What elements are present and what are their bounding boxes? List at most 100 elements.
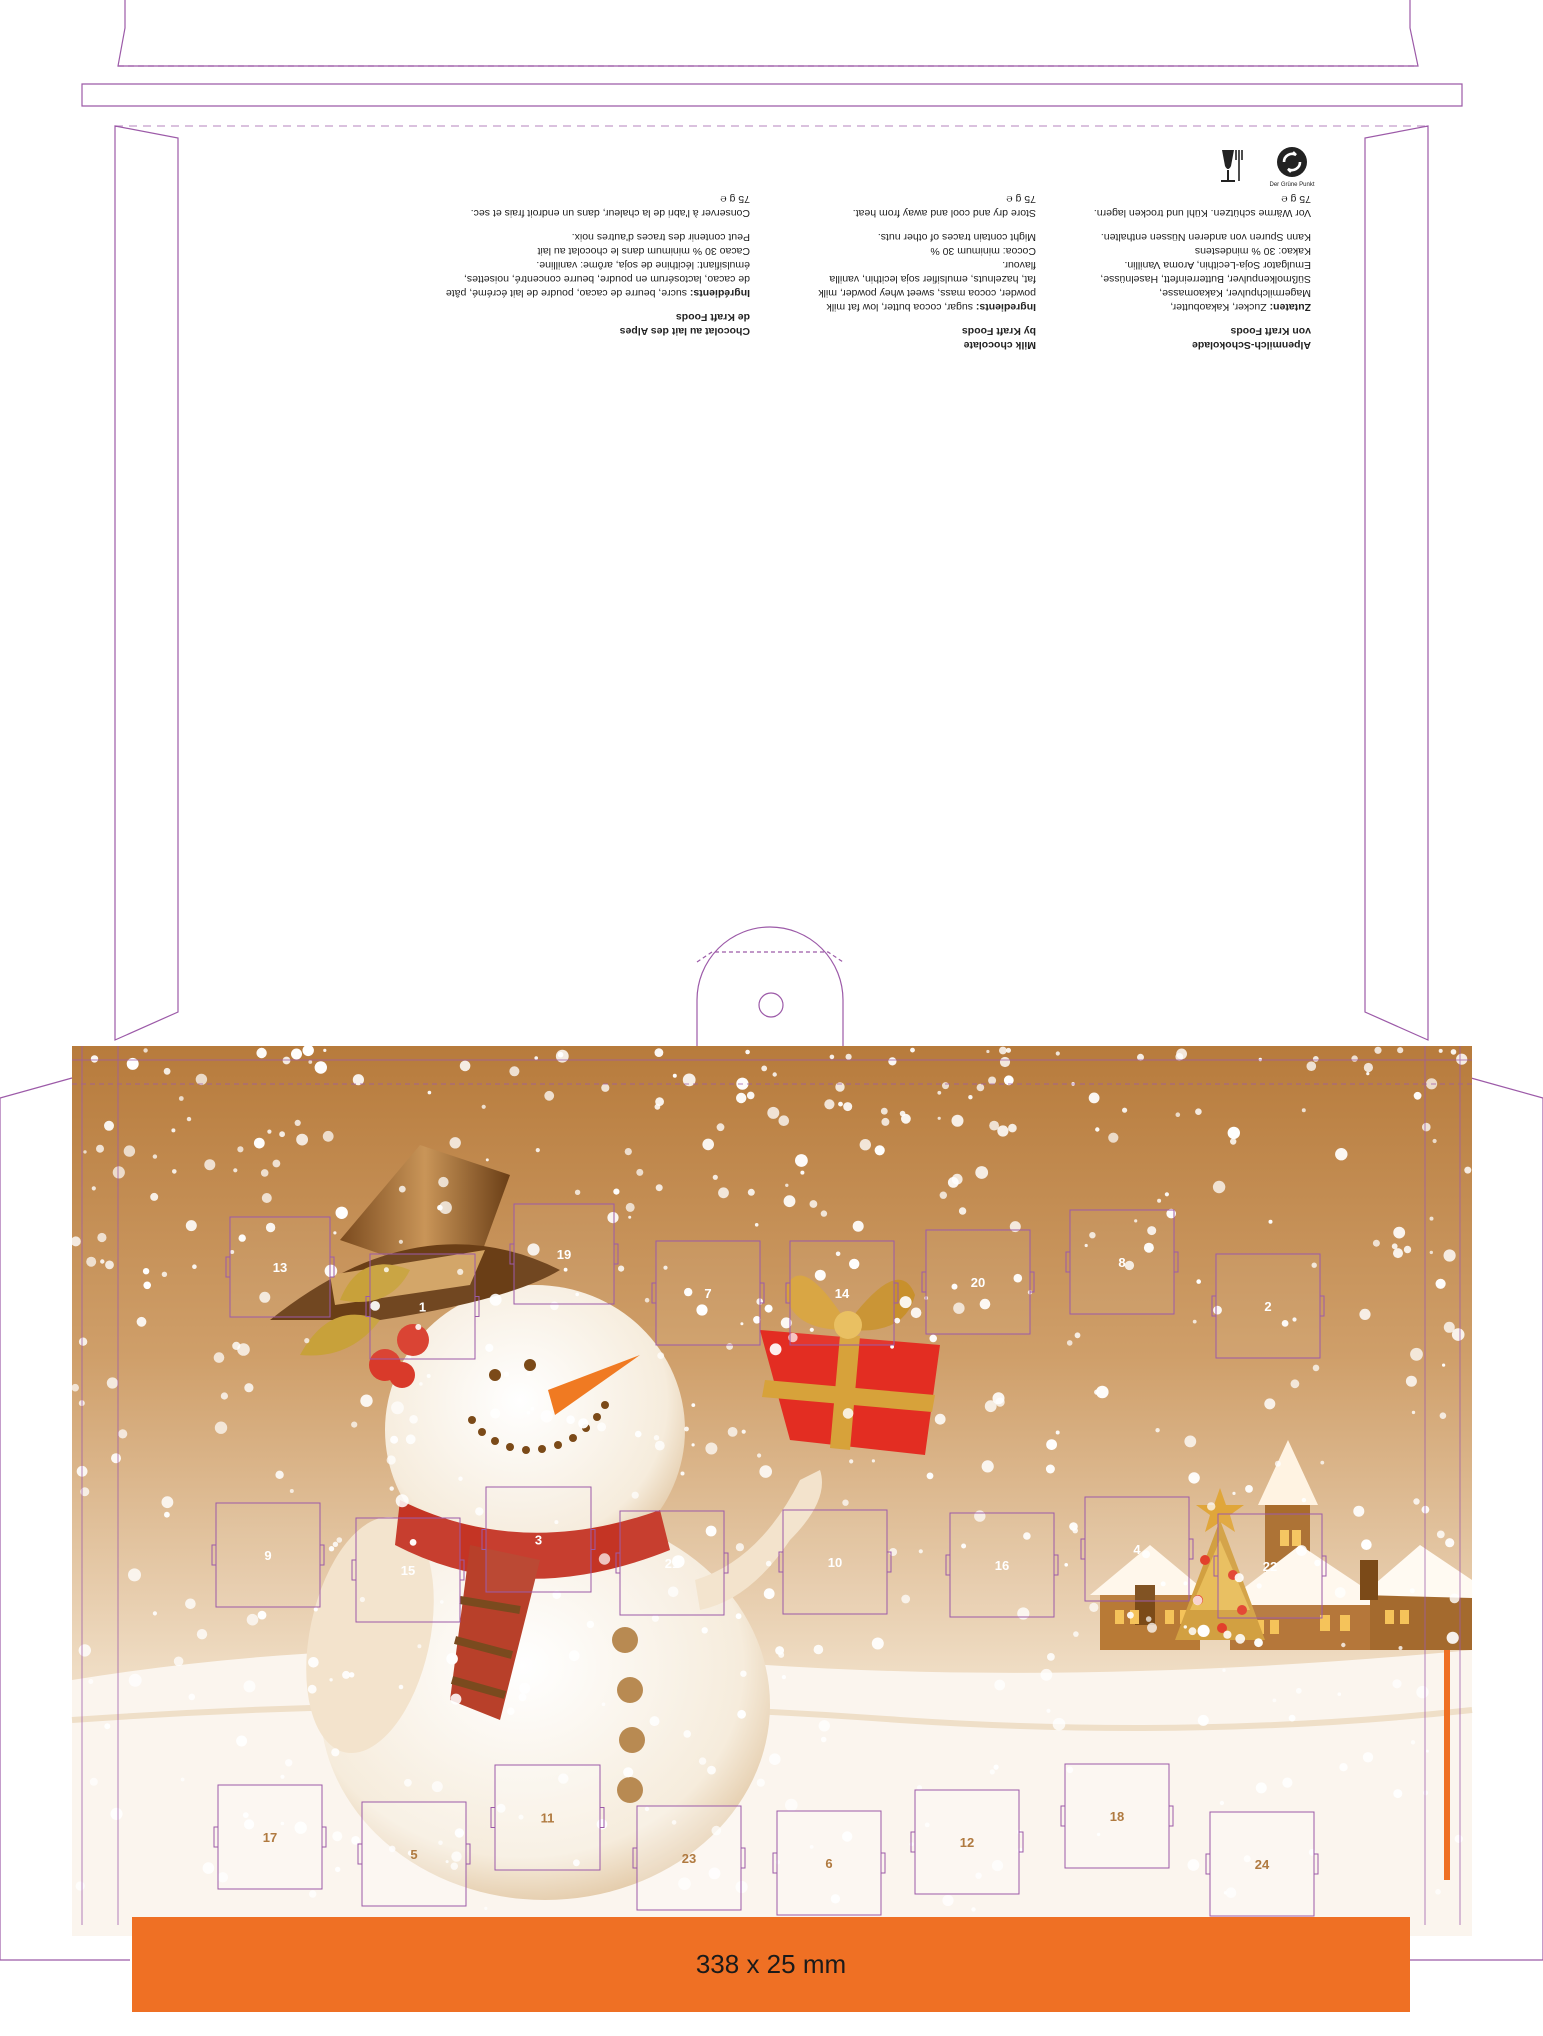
snowflake-dot bbox=[809, 1327, 814, 1332]
snowflake-dot bbox=[818, 1720, 830, 1732]
snowflake-dot bbox=[1108, 1132, 1119, 1143]
snowflake-dot bbox=[937, 1116, 941, 1120]
snowflake-dot bbox=[1147, 1226, 1157, 1236]
snowflake-dot bbox=[680, 1471, 685, 1476]
calendar-door-15[interactable]: 15 bbox=[351, 1517, 465, 1623]
snowflake-dot bbox=[285, 1759, 293, 1767]
snowflake-dot bbox=[707, 1765, 716, 1775]
snowflake-dot bbox=[1403, 1245, 1412, 1254]
door-tab bbox=[351, 1559, 357, 1581]
calendar-door-12[interactable]: 12 bbox=[910, 1789, 1024, 1895]
snowflake-dot bbox=[89, 1777, 98, 1786]
calendar-door-number: 20 bbox=[971, 1275, 985, 1290]
calendar-door-22[interactable]: 22 bbox=[1213, 1513, 1327, 1619]
door-tab bbox=[740, 1847, 746, 1869]
snowflake-dot bbox=[552, 1590, 561, 1599]
calendar-door-6[interactable]: 6 bbox=[772, 1810, 886, 1916]
snowflake-dot bbox=[1256, 1583, 1262, 1589]
calendar-door-outline bbox=[914, 1789, 1020, 1895]
calendar-door-10[interactable]: 10 bbox=[778, 1509, 892, 1615]
calendar-door-number: 5 bbox=[410, 1847, 417, 1862]
calendar-door-8[interactable]: 8 bbox=[1065, 1209, 1179, 1315]
calendar-door-19[interactable]: 19 bbox=[509, 1203, 619, 1305]
snowflake-dot bbox=[1311, 1262, 1317, 1268]
calendar-door-4[interactable]: 4 bbox=[1080, 1496, 1194, 1602]
snowflake-dot bbox=[1192, 1595, 1203, 1606]
snowflake-dot bbox=[1124, 1260, 1135, 1271]
calendar-door-14[interactable]: 14 bbox=[785, 1240, 899, 1346]
snowflake-dot bbox=[438, 1840, 443, 1846]
panel-storage-fr: Conserver à l'abri de la chaleur, dans u… bbox=[470, 207, 750, 219]
snowflake-dot bbox=[764, 1304, 773, 1313]
snowflake-dot bbox=[1361, 1539, 1372, 1550]
snowflake-dot bbox=[335, 1866, 341, 1873]
snowflake-dot bbox=[1052, 1717, 1066, 1731]
snowflake-dot bbox=[859, 1139, 871, 1151]
snowflake-dot bbox=[1175, 1112, 1181, 1117]
snowflake-dot bbox=[1235, 1633, 1246, 1644]
snowflake-dot bbox=[953, 1302, 965, 1314]
calendar-door-17[interactable]: 17 bbox=[213, 1784, 327, 1890]
calendar-door-1[interactable]: 1 bbox=[365, 1253, 480, 1360]
snowflake-dot bbox=[349, 1672, 355, 1678]
snowflake-dot bbox=[449, 1137, 461, 1149]
calendar-door-9[interactable]: 9 bbox=[211, 1502, 325, 1608]
panel-traces-en: Might contain traces of other nuts. bbox=[877, 231, 1036, 243]
calendar-door-21[interactable]: 21 bbox=[615, 1510, 729, 1616]
snowflake-dot bbox=[1223, 1630, 1232, 1639]
snowflake-dot bbox=[1225, 1887, 1237, 1898]
calendar-door-outline bbox=[361, 1801, 467, 1907]
snowflake-dot bbox=[1456, 1053, 1468, 1065]
calendar-door-23[interactable]: 23 bbox=[632, 1805, 746, 1911]
snowflake-dot bbox=[691, 1403, 696, 1407]
calendar-door-number: 1 bbox=[419, 1300, 426, 1315]
snowflake-dot bbox=[242, 1812, 249, 1818]
panel-cocoa-fr: Cacao 30 % minimum dans le chocolat au l… bbox=[537, 245, 750, 257]
snowflake-dot bbox=[1413, 1498, 1420, 1505]
door-tab bbox=[1319, 1295, 1325, 1317]
snowflake-dot bbox=[937, 1090, 942, 1095]
snowflake-dot bbox=[458, 1476, 463, 1481]
snowflake-dot bbox=[573, 1859, 580, 1867]
panel-weight-en: 75 g ℮ bbox=[1006, 193, 1036, 205]
snowflake-dot bbox=[1074, 1332, 1081, 1339]
snowflake-dot bbox=[332, 1831, 343, 1842]
calendar-door-7[interactable]: 7 bbox=[651, 1240, 765, 1346]
calendar-door-3[interactable]: 3 bbox=[481, 1486, 596, 1593]
snowflake-dot bbox=[534, 1056, 538, 1060]
snowflake-dot bbox=[910, 1047, 915, 1053]
snowflake-dot bbox=[171, 1128, 176, 1133]
snowflake-dot bbox=[698, 1757, 707, 1765]
calendar-door-5[interactable]: 5 bbox=[357, 1801, 471, 1907]
calendar-door-13[interactable]: 13 bbox=[225, 1216, 335, 1318]
calendar-door-2[interactable]: 2 bbox=[1211, 1253, 1325, 1359]
snowflake-dot bbox=[161, 1271, 168, 1278]
snowflake-dot bbox=[909, 1842, 914, 1847]
snowflake-dot bbox=[71, 1383, 79, 1392]
calendar-door-11[interactable]: 11 bbox=[490, 1764, 605, 1871]
panel-weight-de: 75 g ℮ bbox=[1281, 193, 1311, 205]
snowflake-dot bbox=[313, 1607, 318, 1612]
snowflake-dot bbox=[636, 1168, 644, 1176]
calendar-door-24[interactable]: 24 bbox=[1205, 1811, 1319, 1917]
snowflake-dot bbox=[261, 1193, 272, 1203]
snowflake-dot bbox=[835, 1082, 845, 1092]
snowflake-dot bbox=[213, 1352, 225, 1363]
calendar-door-18[interactable]: 18 bbox=[1060, 1763, 1174, 1869]
snowflake-dot bbox=[391, 1401, 404, 1415]
snowflake-dot bbox=[407, 1850, 414, 1856]
snowflake-dot bbox=[386, 1455, 396, 1465]
door-tab bbox=[1205, 1853, 1211, 1875]
snowflake-dot bbox=[1439, 1412, 1447, 1419]
snowflake-dot bbox=[256, 1047, 267, 1059]
snowflake-dot bbox=[1006, 1047, 1011, 1053]
snowflake-dot bbox=[1372, 1239, 1380, 1247]
calendar-door-16[interactable]: 16 bbox=[945, 1512, 1059, 1618]
snowflake-dot bbox=[820, 1736, 827, 1743]
snowflake-dot bbox=[104, 1723, 111, 1730]
calendar-door-20[interactable]: 20 bbox=[921, 1229, 1035, 1335]
snowflake-dot bbox=[388, 1845, 396, 1853]
snowflake-dot bbox=[924, 1822, 930, 1828]
snowflake-dot bbox=[1393, 1248, 1403, 1259]
snowflake-dot bbox=[475, 1507, 484, 1516]
